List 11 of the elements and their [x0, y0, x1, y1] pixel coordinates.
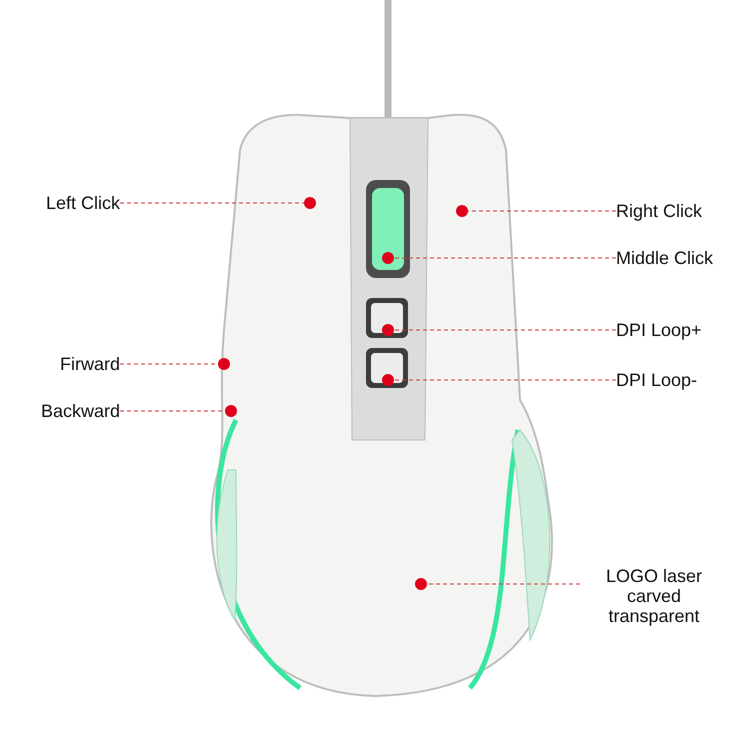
- callout-label: LOGO laser carved transparent: [580, 566, 728, 626]
- leader-line: [120, 202, 304, 204]
- callout-label: DPI Loop-: [616, 370, 736, 390]
- callout-label: Backward: [10, 401, 120, 421]
- leader-line: [468, 210, 616, 212]
- callout-label: Middle Click: [616, 248, 741, 268]
- callout-label: Left Click: [10, 193, 120, 213]
- marker-dot: [218, 358, 230, 370]
- callout-label: Right Click: [616, 201, 736, 221]
- callout-label: Firward: [20, 354, 120, 374]
- callout-label: DPI Loop+: [616, 320, 736, 340]
